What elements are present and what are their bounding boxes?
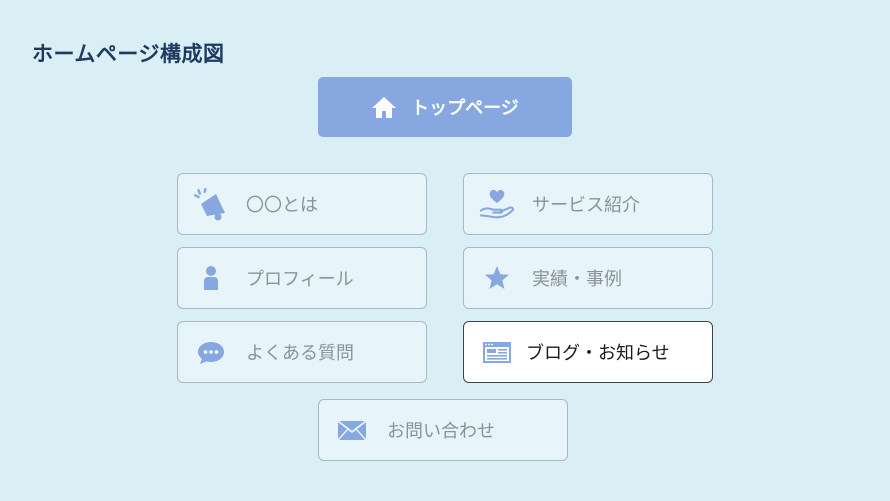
star-icon <box>478 260 516 296</box>
browser-window-icon <box>478 334 516 370</box>
home-icon <box>371 95 397 119</box>
page-title: ホームページ構成図 <box>32 42 225 66</box>
page-card-label: ブログ・お知らせ <box>526 343 670 364</box>
page-card-contact[interactable]: お問い合わせ <box>318 399 568 461</box>
page-card-label: プロフィール <box>246 269 354 290</box>
envelope-icon <box>333 412 371 448</box>
page-card-about[interactable]: 〇〇とは <box>177 173 427 235</box>
person-icon <box>192 260 230 296</box>
page-card-blog[interactable]: ブログ・お知らせ <box>463 321 713 383</box>
page-card-faq[interactable]: よくある質問 <box>177 321 427 383</box>
page-card-label: 実績・事例 <box>532 269 622 290</box>
chat-bubble-icon <box>192 334 230 370</box>
page-card-works[interactable]: 実績・事例 <box>463 247 713 309</box>
page-card-label: お問い合わせ <box>387 421 495 442</box>
top-page-label: トップページ <box>411 98 519 119</box>
heart-hand-icon <box>478 186 516 222</box>
page-card-label: 〇〇とは <box>246 195 318 216</box>
page-card-label: サービス紹介 <box>532 195 640 216</box>
top-page-button[interactable]: トップページ <box>318 77 572 137</box>
page-card-profile[interactable]: プロフィール <box>177 247 427 309</box>
page-card-label: よくある質問 <box>246 343 354 364</box>
page-card-services[interactable]: サービス紹介 <box>463 173 713 235</box>
megaphone-icon <box>192 186 230 222</box>
